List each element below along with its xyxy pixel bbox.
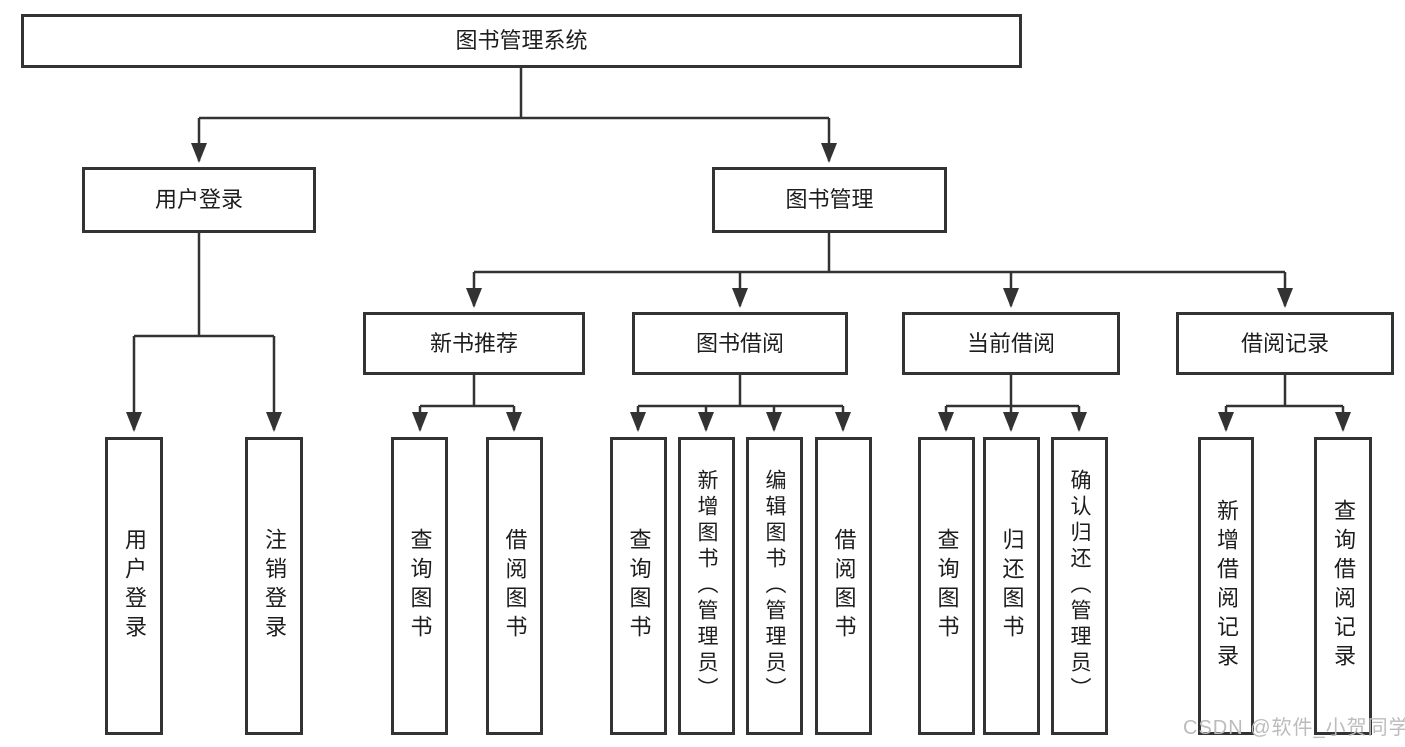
leaf-confirm-return-admin: 确认归还（管理员） (1051, 437, 1108, 735)
leaf-borrow-books: 借阅图书 (815, 437, 872, 735)
leaf-user-login: 用户登录 (105, 437, 163, 735)
leaf-label: 归还图书 (999, 528, 1025, 644)
leaf-query-books-recommend: 查询图书 (391, 437, 448, 735)
node-label: 用户登录 (154, 187, 243, 212)
node-label: 图书管理 (785, 187, 874, 212)
node-label: 当前借阅 (966, 330, 1055, 356)
node-label: 图书管理系统 (455, 28, 588, 53)
leaf-label: 确认归还（管理员） (1068, 469, 1091, 703)
leaf-label: 查询借阅记录 (1331, 499, 1356, 673)
node-book-borrow: 图书借阅 (632, 312, 848, 375)
leaf-query-books-borrow: 查询图书 (610, 437, 667, 735)
leaf-label: 查询图书 (626, 528, 652, 644)
leaf-add-borrow-record: 新增借阅记录 (1198, 437, 1254, 735)
leaf-label: 新增图书（管理员） (695, 469, 718, 703)
leaf-borrow-books-recommend: 借阅图书 (486, 437, 543, 735)
node-label: 新书推荐 (429, 330, 518, 356)
leaf-query-books-current: 查询图书 (918, 437, 975, 735)
node-library-system: 图书管理系统 (21, 14, 1022, 68)
leaf-label: 新增借阅记录 (1214, 499, 1239, 673)
leaf-label: 借阅图书 (831, 528, 857, 644)
leaf-label: 查询图书 (934, 528, 960, 644)
leaf-query-borrow-record: 查询借阅记录 (1314, 437, 1372, 735)
leaf-label: 查询图书 (407, 528, 433, 644)
leaf-add-book-admin: 新增图书（管理员） (678, 437, 735, 735)
leaf-label: 借阅图书 (502, 528, 528, 644)
leaf-label: 注销登录 (262, 528, 287, 644)
watermark: CSDN @软件_小贺同学 (1183, 717, 1405, 739)
node-book-management: 图书管理 (712, 167, 947, 233)
node-label: 借阅记录 (1240, 330, 1329, 356)
leaf-edit-book-admin: 编辑图书（管理员） (746, 437, 803, 735)
leaf-logout: 注销登录 (245, 437, 303, 735)
node-user-login: 用户登录 (82, 167, 316, 233)
node-new-book-recommend: 新书推荐 (363, 312, 585, 375)
leaf-label: 用户登录 (122, 528, 147, 644)
node-current-borrow: 当前借阅 (902, 312, 1120, 375)
leaf-label: 编辑图书（管理员） (763, 469, 786, 703)
leaf-return-book: 归还图书 (983, 437, 1040, 735)
node-label: 图书借阅 (695, 330, 784, 356)
node-borrow-records: 借阅记录 (1176, 312, 1394, 375)
